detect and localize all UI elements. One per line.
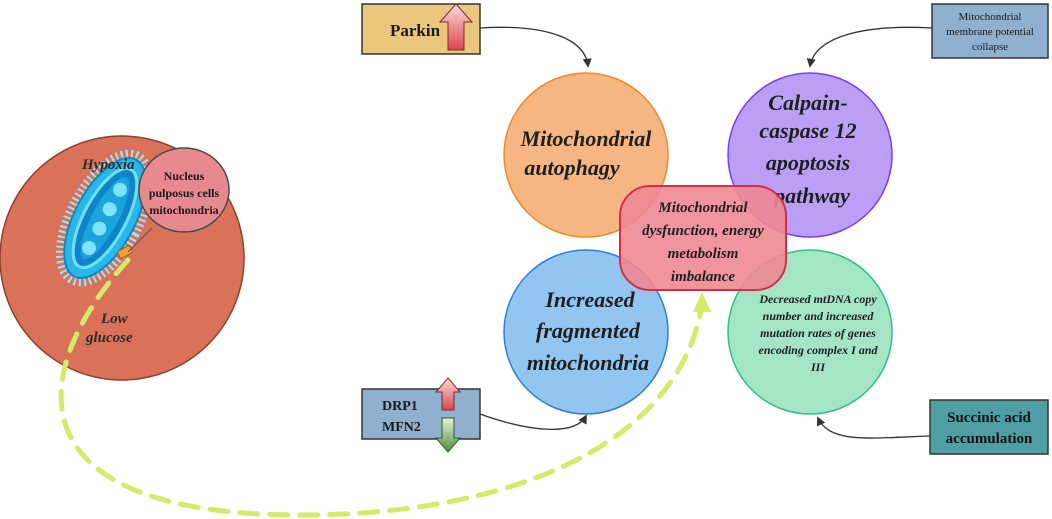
calpain-line-3: apoptosis xyxy=(766,150,850,175)
circle-fragmented xyxy=(503,249,669,415)
cell-group: Hypoxia Low glucose Nucleus pulposus cel… xyxy=(0,135,245,381)
callout-line-3: mitochondria xyxy=(149,203,218,217)
circle-mtdna xyxy=(727,249,893,415)
center-box xyxy=(619,185,787,291)
succinic-line-2: accumulation xyxy=(946,431,1033,447)
membrane-connector xyxy=(806,26,933,68)
low-label: Low xyxy=(100,311,129,327)
drp1-connector xyxy=(479,413,587,430)
membrane-line-3: collapse xyxy=(972,41,1008,53)
callout-bubble xyxy=(138,147,230,233)
center-line-2: dysfunction, energy xyxy=(642,223,764,239)
callout-pointer xyxy=(127,227,153,253)
succinic-box: Succinic acid accumulation xyxy=(929,399,1049,455)
center-line-1: Mitochondrial xyxy=(657,200,748,216)
mtdna-line-4: encoding complex I and xyxy=(759,343,879,357)
drp1-label: DRP1 xyxy=(382,399,418,414)
callout-line-1: Nucleus xyxy=(164,169,205,183)
parkin-label: Parkin xyxy=(390,21,441,40)
dashed-arrow xyxy=(58,257,711,518)
mtdna-line-5: III xyxy=(810,360,826,374)
glucose-label: glucose xyxy=(85,330,133,346)
mtdna-line-2: number and increased xyxy=(763,309,875,323)
callout-line-2: pulposus cells xyxy=(149,186,220,200)
fragmented-line-1: Increased xyxy=(544,287,635,312)
parkin-box: Parkin xyxy=(361,3,481,55)
center-line-3: metabolism xyxy=(668,246,739,262)
membrane-line-2: membrane potential xyxy=(946,26,1034,38)
succinic-line-1: Succinic acid xyxy=(947,410,1031,426)
mtdna-line-3: mutation rates of genes xyxy=(760,326,876,340)
membrane-line-1: Mitochondrial xyxy=(959,11,1022,23)
mtdna-line-1: Decreased mtDNA copy xyxy=(758,292,877,306)
autophagy-line-1: Mitochondrial xyxy=(520,126,653,151)
hypoxia-label: Hypoxia xyxy=(81,157,135,173)
drp1-mfn2-box: DRP1 MFN2 xyxy=(361,377,481,453)
mitochondrion-icon xyxy=(55,149,155,287)
fragmented-line-3: mitochondria xyxy=(527,350,649,375)
calpain-line-1: Calpain- xyxy=(768,90,847,115)
mfn2-down-arrow-icon xyxy=(434,417,462,453)
fragmented-line-2: fragmented xyxy=(536,318,641,343)
drp1-up-arrow-icon xyxy=(434,377,462,411)
calpain-line-4: pathway xyxy=(772,183,850,208)
mfn2-label: MFN2 xyxy=(382,420,421,435)
autophagy-line-2: autophagy xyxy=(524,155,620,180)
parkin-connector xyxy=(479,26,592,68)
succinic-connector xyxy=(816,416,931,439)
calpain-line-2: caspase 12 xyxy=(759,118,856,143)
center-line-4: imbalance xyxy=(671,269,736,285)
parkin-up-arrow-icon xyxy=(438,3,474,51)
membrane-box: Mitochondrial membrane potential collaps… xyxy=(931,3,1049,59)
